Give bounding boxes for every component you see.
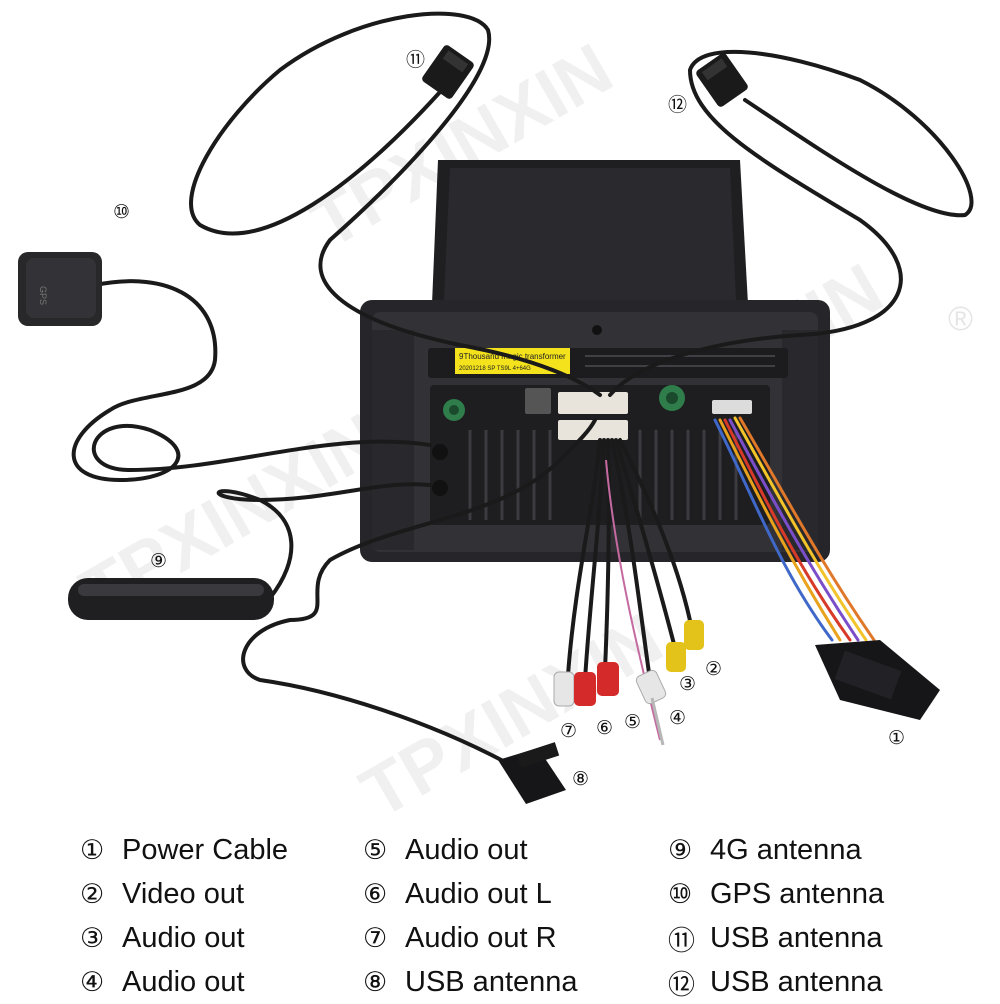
legend-number: ⑨ — [668, 834, 693, 866]
legend-number: ② — [80, 878, 105, 910]
callout-8: ⑧ — [572, 768, 590, 790]
legend-number: ⑤ — [363, 834, 388, 866]
legend-label: Audio out — [405, 833, 528, 866]
legend-item: ⑦ Audio out R — [363, 916, 578, 960]
legend-label: USB antenna — [710, 921, 883, 954]
legend-number: ⑧ — [363, 966, 388, 998]
usb-plug-12 — [696, 53, 748, 107]
gps-cable — [71, 279, 432, 483]
4g-antenna-stick — [68, 578, 274, 620]
legend-number: ⑫ — [668, 969, 695, 1001]
usb-cable-8 — [241, 418, 597, 772]
callout-9: ⑨ — [150, 550, 168, 572]
legend-number: ⑦ — [363, 922, 388, 954]
rca-plug-audio-r — [553, 671, 575, 707]
legend-item: ⑪ USB antenna — [668, 916, 884, 960]
legend-label: GPS antenna — [710, 877, 885, 910]
usb-plug-8 — [498, 742, 566, 804]
legend-number: ⑪ — [668, 925, 695, 957]
product-photo: TPXINXIN TPXINXIN TPXINXIN TPXINXIN ® 9T… — [18, 11, 974, 820]
legend-item: ② Video out — [80, 872, 288, 916]
4g-cable — [216, 482, 432, 600]
callout-3: ③ — [679, 673, 697, 695]
sticker-line-2: 20201218 SP TS9L 4+64G — [459, 366, 531, 372]
legend-item: ⑥ Audio out L — [363, 872, 578, 916]
usb-plug-11 — [422, 45, 474, 99]
rca-plug-audio-l — [574, 662, 619, 706]
callout-11: ⑪ — [406, 49, 426, 71]
legend-item: ⑧ USB antenna — [363, 960, 578, 1004]
legend-label: Power Cable — [122, 833, 289, 866]
legend-item: ⑤ Audio out — [363, 828, 578, 872]
legend: ① Power Cable ② Video out ③ Audio out ④ Audi… — [0, 828, 1000, 1001]
legend-item: ④ Audio out — [80, 960, 288, 1004]
legend-label: Audio out — [122, 921, 245, 954]
rca-plug-audio-out-5 — [635, 669, 667, 705]
callout-2: ② — [705, 658, 723, 680]
power-harness-plug — [815, 640, 940, 720]
callout-7: ⑦ — [560, 720, 578, 742]
legend-label: 4G antenna — [710, 833, 862, 866]
legend-item: ⑨ 4G antenna — [668, 828, 884, 872]
head-unit: 9Thousand magic transformer 20201218 SP … — [360, 160, 830, 562]
legend-label: Audio out — [122, 965, 245, 998]
legend-label: Audio out R — [405, 921, 557, 954]
watermark-registered-mark: ® — [948, 300, 973, 338]
legend-label: USB antenna — [405, 965, 578, 998]
legend-number: ① — [80, 834, 105, 866]
callout-6: ⑥ — [596, 717, 614, 739]
usb-cable-11 — [189, 11, 602, 397]
callout-4: ④ — [669, 707, 687, 729]
callout-5: ⑤ — [624, 711, 642, 733]
legend-number: ④ — [80, 966, 105, 998]
callout-10: ⑩ — [113, 201, 131, 223]
legend-item: ⑩ GPS antenna — [668, 872, 884, 916]
rca-plug-video — [666, 620, 704, 672]
callout-12: ⑫ — [668, 94, 688, 116]
legend-number: ③ — [80, 922, 105, 954]
legend-label: Audio out L — [405, 877, 552, 910]
legend-item: ① Power Cable — [80, 828, 288, 872]
usb-cable-12 — [608, 49, 974, 397]
legend-column-1: ① Power Cable ② Video out ③ Audio out ④ Audi… — [80, 828, 288, 1004]
callout-1: ① — [888, 727, 906, 749]
legend-column-2: ⑤ Audio out ⑥ Audio out L ⑦ Audio out R ⑧ US… — [363, 828, 578, 1004]
legend-label: USB antenna — [710, 965, 883, 998]
svg-text:GPS: GPS — [38, 286, 48, 305]
legend-label: Video out — [122, 877, 245, 910]
watermark-text: TPXINXIN — [348, 599, 676, 820]
legend-item: ③ Audio out — [80, 916, 288, 960]
legend-number: ⑥ — [363, 878, 388, 910]
legend-number: ⑩ — [668, 878, 693, 910]
legend-item: ⑫ USB antenna — [668, 960, 884, 1004]
gps-antenna-puck: GPS — [18, 252, 102, 326]
